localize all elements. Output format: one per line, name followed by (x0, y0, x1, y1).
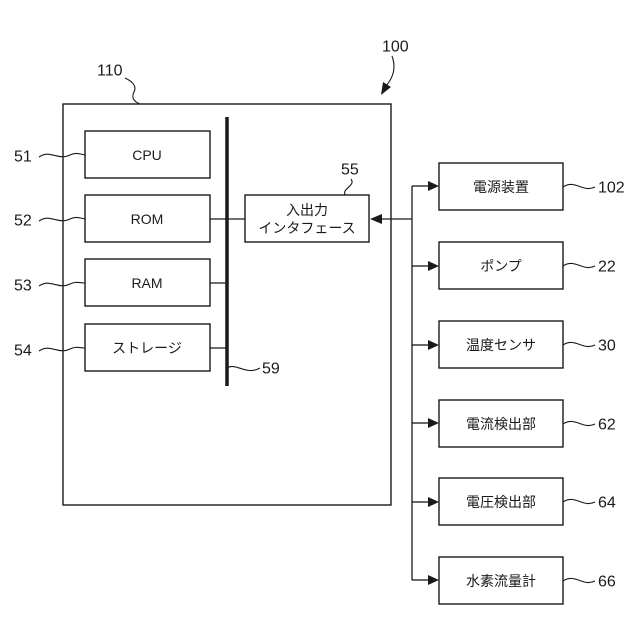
voltage-detector-label: 電圧検出部 (466, 494, 536, 510)
temp-sensor-ref-numeral: 30 (598, 338, 616, 355)
hydrogen-flowmeter-label: 水素流量計 (466, 573, 536, 589)
system-ref-leader (386, 56, 394, 86)
io-label-line2: インタフェース (258, 220, 355, 236)
cpu-ref-numeral: 51 (14, 149, 32, 166)
temp-sensor-ref-leader (563, 342, 595, 346)
hydrogen-flowmeter-ref-leader (563, 578, 595, 582)
bus-ref-numeral: 59 (262, 361, 280, 378)
voltage-detector-arrowhead (428, 497, 439, 507)
hydrogen-flowmeter-ref-numeral: 66 (598, 574, 616, 591)
system-ref-arrowhead (381, 82, 391, 95)
storage-label: ストレージ (112, 340, 182, 356)
hydrogen-flowmeter-arrowhead (428, 575, 439, 585)
current-detector-label: 電流検出部 (466, 416, 536, 432)
current-detector-ref-numeral: 62 (598, 417, 616, 434)
ram-ref-numeral: 53 (14, 278, 32, 295)
io-label-line1: 入出力 (286, 202, 328, 218)
ram-label: RAM (131, 275, 162, 291)
system-ref-numeral: 100 (382, 39, 409, 56)
rom-label: ROM (131, 211, 164, 227)
controller-ref-leader (125, 78, 140, 104)
pump-label: ポンプ (480, 258, 522, 274)
voltage-detector-ref-numeral: 64 (598, 495, 616, 512)
rom-ref-numeral: 52 (14, 213, 32, 230)
controller-ref-numeral: 110 (97, 63, 123, 80)
io-ref-numeral: 55 (341, 162, 359, 179)
current-detector-ref-leader (563, 421, 595, 425)
current-detector-arrowhead (428, 418, 439, 428)
power-supply-arrowhead (428, 181, 439, 191)
power-supply-ref-leader (563, 184, 595, 188)
power-supply-ref-numeral: 102 (598, 180, 625, 197)
pump-ref-leader (563, 263, 595, 267)
pump-ref-numeral: 22 (598, 259, 616, 276)
power-supply-label: 電源装置 (473, 179, 529, 195)
storage-ref-numeral: 54 (14, 343, 32, 360)
temp-sensor-arrowhead (428, 340, 439, 350)
pump-arrowhead (428, 261, 439, 271)
temp-sensor-label: 温度センサ (466, 337, 536, 353)
cpu-label: CPU (132, 147, 162, 163)
voltage-detector-ref-leader (563, 499, 595, 503)
